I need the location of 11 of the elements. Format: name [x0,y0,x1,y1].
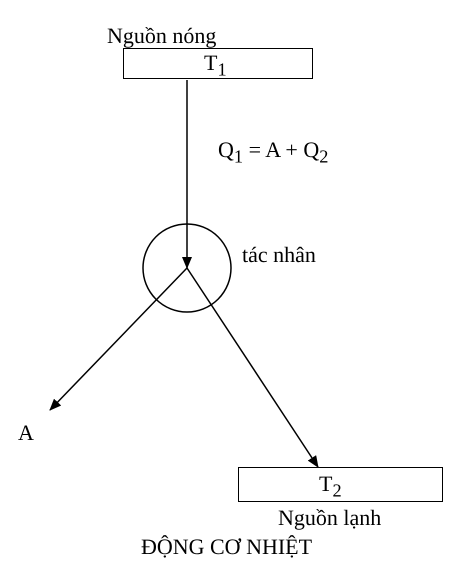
agent-circle [142,223,232,313]
source-heading: Nguồn lạnh [277,506,382,530]
diagram-title: ĐỘNG CƠ NHIỆT [140,535,314,560]
agent-label: tác nhân [242,243,316,268]
temperature-box: T$_{1}$ [123,48,313,80]
temperature-box: T$_{2}$ [238,467,443,502]
work-label: A [18,421,34,446]
arrow [186,268,319,468]
arrow [182,80,192,269]
arrow [49,267,188,411]
source-heading: Nguồn nóng [106,24,218,48]
